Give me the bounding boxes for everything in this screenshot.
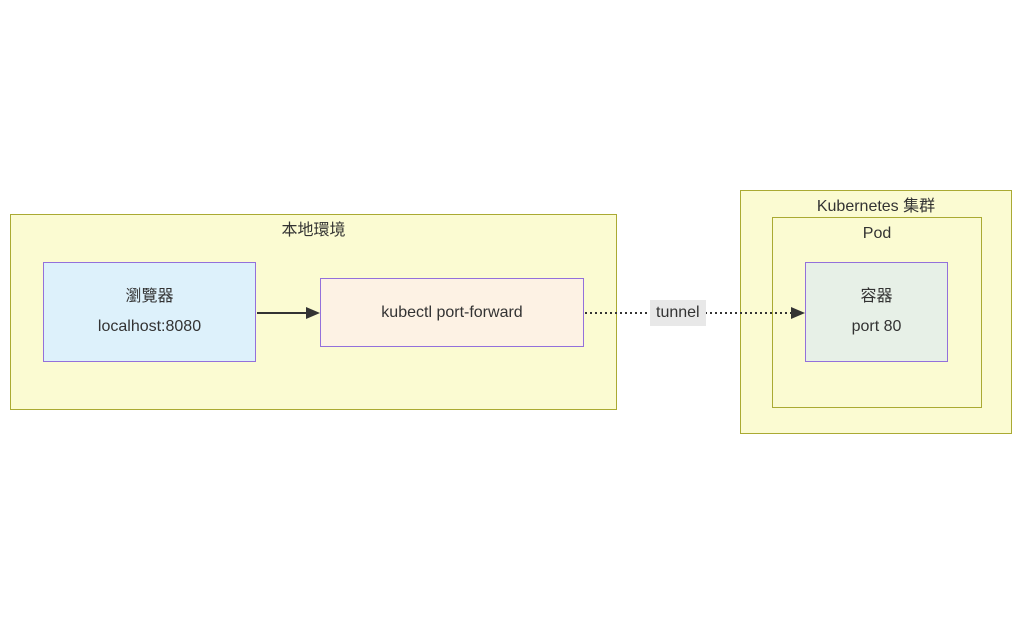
group-pod-title: Pod bbox=[862, 225, 892, 242]
group-local-environment-title: 本地環境 bbox=[281, 222, 346, 239]
edge-label-tunnel: tunnel bbox=[650, 300, 706, 326]
node-browser-address: localhost:8080 bbox=[97, 318, 202, 335]
node-kubectl-port-forward-label: kubectl port-forward bbox=[381, 303, 523, 321]
node-browser: 瀏覽器 localhost:8080 bbox=[43, 262, 256, 362]
node-container-port: port 80 bbox=[851, 318, 902, 335]
node-container-name: 容器 bbox=[860, 288, 893, 305]
node-browser-name: 瀏覽器 bbox=[125, 288, 174, 305]
node-kubectl-port-forward: kubectl port-forward bbox=[320, 278, 584, 347]
group-kubernetes-cluster-title: Kubernetes 集群 bbox=[816, 198, 936, 215]
node-container: 容器 port 80 bbox=[805, 262, 948, 362]
